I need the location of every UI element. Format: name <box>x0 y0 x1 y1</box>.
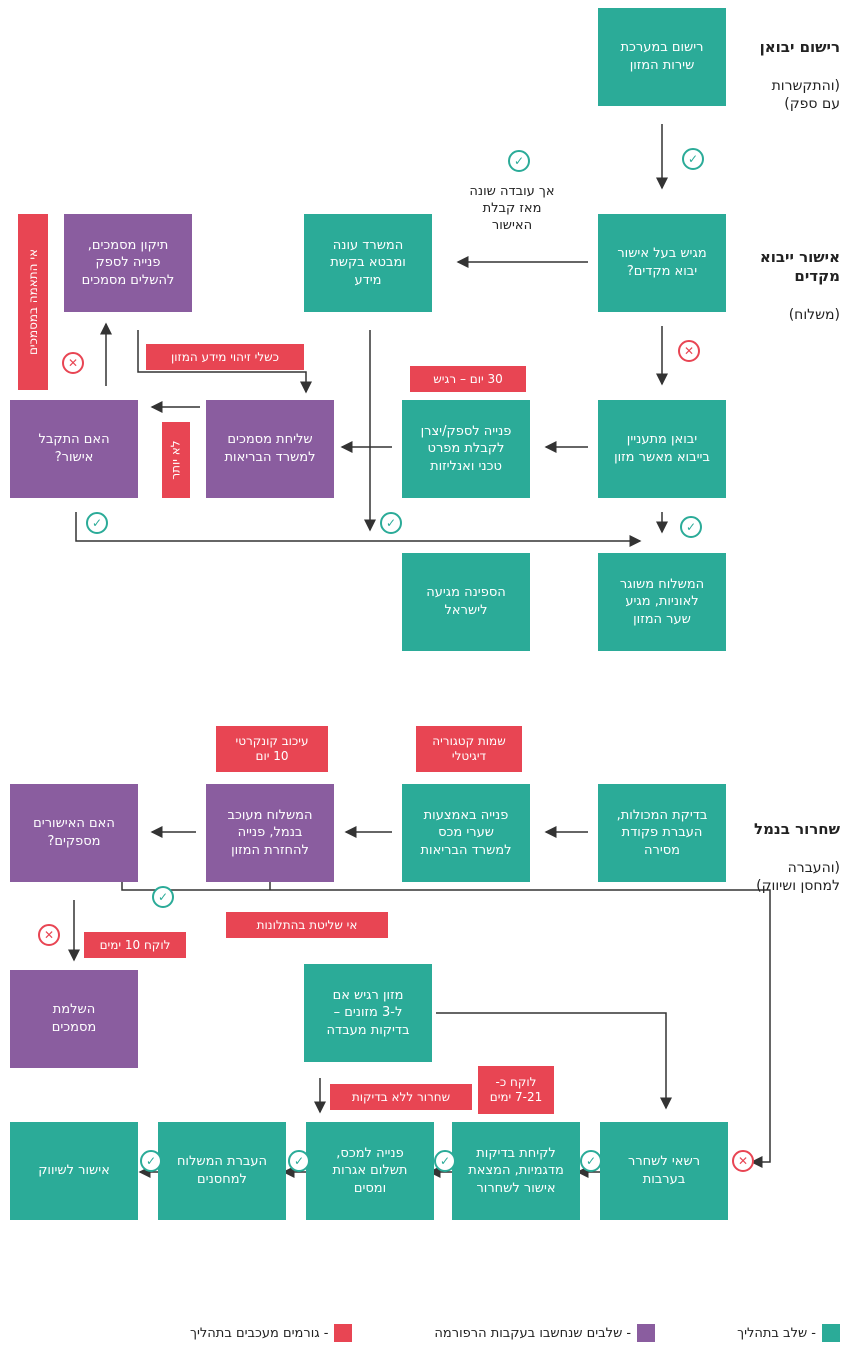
step-supplier-contact: פנייה לספק/יצרן לקבלת מפרט טכני ואנליזות <box>402 400 530 498</box>
step-port-check: בדיקת המכולות, העברת פקודת מסירה <box>598 784 726 882</box>
tag-not-full-text: לא יותר <box>169 440 183 480</box>
legend-item-red: - גורמים מעכבים בתהליך <box>190 1324 353 1342</box>
tag-vertical-warning-text: אי התאמה במסמכים <box>26 248 40 356</box>
check-icon: ✓ <box>682 148 704 170</box>
tag-digital-form: שמות קטגוריה דיגיטלי <box>416 726 522 772</box>
side-label-preapproval-title: אישור ייבוא מקדים <box>759 247 840 286</box>
side-label-release-sub: (והעברה למחסן ושיווק) <box>756 859 840 894</box>
legend-item-purple: - שלבים שנחשבו בעקבות הרפורמה <box>434 1324 656 1342</box>
tag-not-full: לא יותר <box>162 422 190 498</box>
legend-label-red: - גורמים מעכבים בתהליך <box>190 1325 329 1341</box>
step-lab-tests: לקיחת בדיקות מדגמיות, המצאת אישור לשחרור <box>452 1122 580 1220</box>
check-icon: ✓ <box>580 1150 602 1172</box>
tag-release-without: שחרור ללא בדיקות <box>330 1084 472 1110</box>
tag-days-30: 30 יום – רגיש <box>410 366 526 392</box>
side-label-preapproval-sub: (משלוח) <box>788 307 840 323</box>
step-send-docs: שליחת מסמכים למשרד הבריאות <box>206 400 334 498</box>
side-label-preapproval: אישור ייבוא מקדים (משלוח) <box>736 228 840 344</box>
side-label-registration: רישום יבואן (והתקשרות עם ספק) <box>736 18 840 132</box>
check-icon: ✓ <box>680 516 702 538</box>
check-icon: ✓ <box>140 1150 162 1172</box>
check-icon: ✓ <box>434 1150 456 1172</box>
step-importer-approval: מגיש בעל אישור יבוא מקדים? <box>598 214 726 312</box>
step-arrival: הספינה מגיעה לישראל <box>402 553 530 651</box>
step-risk-check: מזון רגיש אם ל-3 מזונים – בדיקות מעבדה <box>304 964 432 1062</box>
legend: - שלב בתהליך - שלבים שנחשבו בעקבות הרפור… <box>190 1324 840 1342</box>
step-storage-payment: פנייה למכס, תשלום אגרות ומסים <box>306 1122 434 1220</box>
legend-label-purple: - שלבים שנחשבו בעקבות הרפורמה <box>434 1325 632 1341</box>
side-label-registration-title: רישום יבואן <box>759 37 840 56</box>
step-transfer: העברת המשלוח למחסנים <box>158 1122 286 1220</box>
x-icon: ✕ <box>732 1150 754 1172</box>
legend-label-green: - שלב בתהליך <box>737 1325 816 1341</box>
tag-days-21: לוקח כ- 7-21 ימים <box>478 1066 554 1114</box>
step-notice-query: המשרד עונה ומבטא בקשת מידע <box>304 214 432 312</box>
side-label-release-title: שחרור בנמל <box>754 819 840 838</box>
check-icon: ✓ <box>152 886 174 908</box>
step-shipment-sent: המשלוח משוגר לאוניות, מגיע שער המזון <box>598 553 726 651</box>
legend-swatch-purple <box>637 1324 656 1342</box>
step-first-import: יבואן מתעניין בייבוא מאשר מזון <box>598 400 726 498</box>
tag-storage-cost: עיכוב קונקרטי 10 יום <box>216 726 328 772</box>
side-label-release: שחרור בנמל (והעברה למחסן ושיווק) <box>736 800 840 914</box>
note-if-answered: אך עובדה שונה מאז קבלת האישור <box>469 184 555 233</box>
side-label-registration-sub: (והתקשרות עם ספק) <box>771 77 840 112</box>
step-release-auth: רשאי לשחרר בערבות <box>600 1122 728 1220</box>
check-icon: ✓ <box>86 512 108 534</box>
legend-swatch-green <box>822 1324 840 1342</box>
step-registration: רישום במערכת שירות המזון <box>598 8 726 106</box>
tag-days-10: לוקח 10 ימים <box>84 932 186 958</box>
check-icon: ✓ <box>508 150 530 172</box>
check-icon: ✓ <box>380 512 402 534</box>
step-approvals-sufficient: האם האישורים מספקים? <box>10 784 138 882</box>
step-shipment-port: המשלוח מעוכב בנמל, פנייה להחזרת המזון <box>206 784 334 882</box>
tag-data-flaw: כשלי זיהוי מידע המזון <box>146 344 304 370</box>
tag-followup: אי שליטת בהתלונות <box>226 912 388 938</box>
step-digital-app: פנייה באמצעות שערי מכס למשרד הבריאות <box>402 784 530 882</box>
step-send-docs-2: השלמת מסמכים <box>10 970 138 1068</box>
check-icon: ✓ <box>288 1150 310 1172</box>
tag-vertical-warning: אי התאמה במסמכים <box>18 214 48 390</box>
legend-item-green: - שלב בתהליך <box>737 1324 840 1342</box>
x-icon: ✕ <box>38 924 60 946</box>
x-icon: ✕ <box>678 340 700 362</box>
legend-swatch-red <box>334 1324 353 1342</box>
x-icon: ✕ <box>62 352 84 374</box>
step-marketing: אישור לשיווק <box>10 1122 138 1220</box>
step-fix-docs: תיקון מסמכים, פנייה לספק להשלים מסמכים <box>64 214 192 312</box>
step-approval-received: האם התקבל אישור? <box>10 400 138 498</box>
